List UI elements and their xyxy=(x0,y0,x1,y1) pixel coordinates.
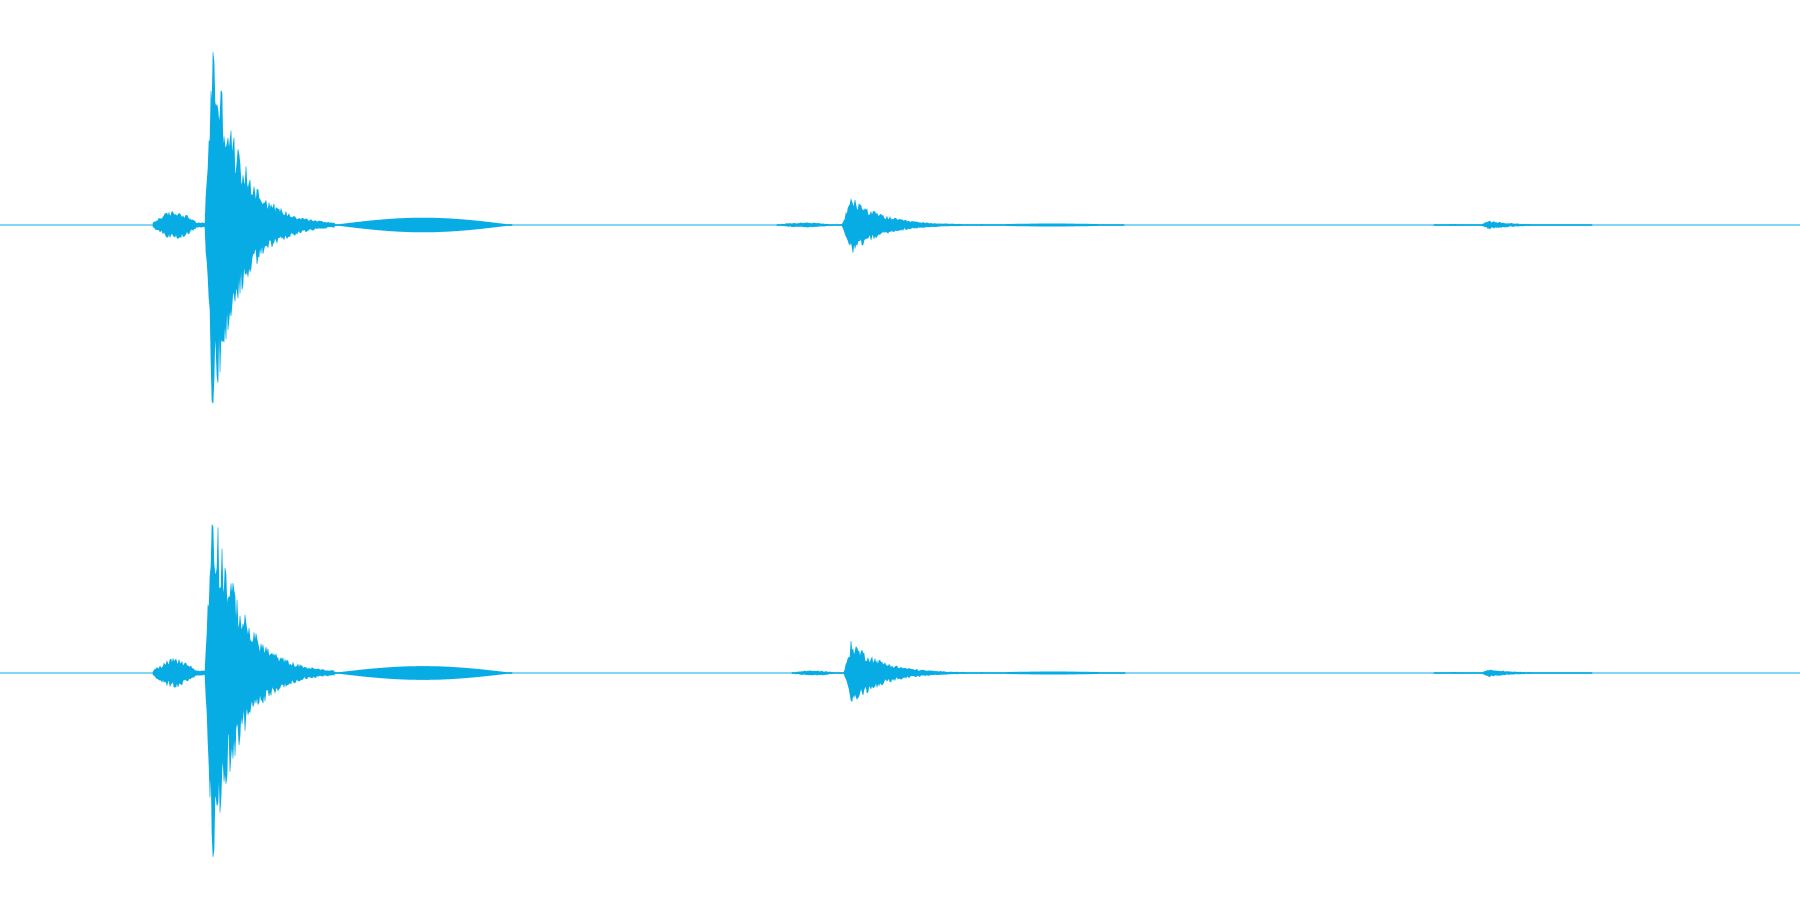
waveform-event-3 xyxy=(791,640,983,703)
waveform-channel-2-plot xyxy=(0,524,1800,857)
waveform-channel-2[interactable] xyxy=(0,450,1800,900)
waveform-event-5 xyxy=(1433,669,1593,678)
waveform-event-2 xyxy=(333,217,513,233)
waveform-event-1 xyxy=(152,524,336,857)
waveform-event-5 xyxy=(1433,220,1593,230)
waveform-channel-1-plot xyxy=(0,52,1800,404)
waveform-event-1 xyxy=(152,52,336,404)
waveform-event-4 xyxy=(980,223,1125,227)
waveform-event-4 xyxy=(980,671,1126,675)
waveform-event-3 xyxy=(776,198,983,253)
waveform-event-2 xyxy=(333,666,513,680)
waveform-channel-1[interactable] xyxy=(0,0,1800,450)
